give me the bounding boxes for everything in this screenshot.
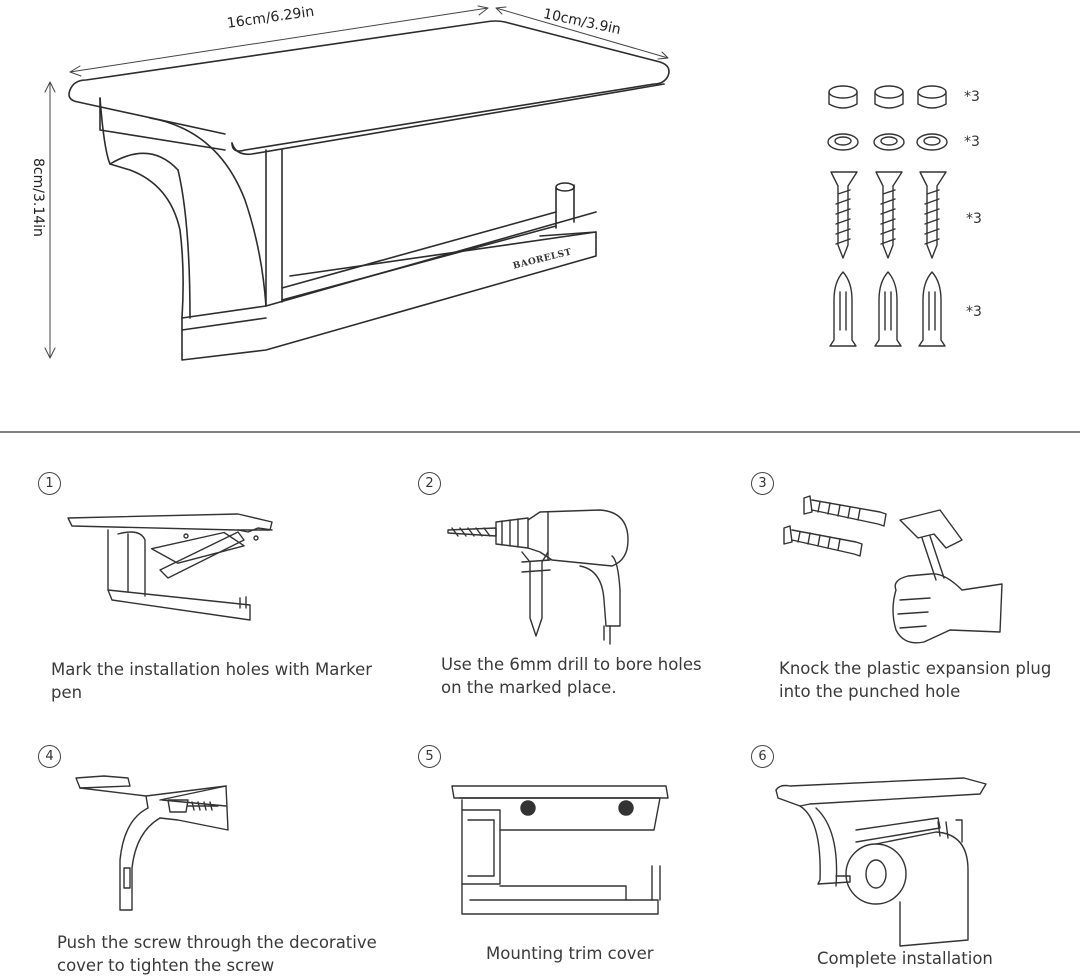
step-6-caption: Complete installation xyxy=(817,949,993,968)
step-3-caption: Knock the plastic expansion plug into th… xyxy=(779,659,1052,701)
screw-cap-icon xyxy=(828,85,947,109)
hardware-kit xyxy=(827,85,948,347)
step-3-number: 3 xyxy=(751,472,774,495)
expansion-plug-icon xyxy=(829,271,946,347)
caps-quantity: *3 xyxy=(964,89,980,105)
step-1-caption: Mark the installation holes with Marker … xyxy=(51,660,373,702)
screw-icon xyxy=(830,171,947,259)
step-4-drawing xyxy=(75,775,229,911)
step-1-number: 1 xyxy=(38,472,61,495)
washer-icon xyxy=(827,133,948,151)
step-6-number: 6 xyxy=(751,745,774,768)
step-4-caption: Push the screw through the decorative co… xyxy=(57,933,377,975)
washers-quantity: *3 xyxy=(964,134,980,150)
step-5-caption: Mounting trim cover xyxy=(486,944,654,963)
step-4-number: 4 xyxy=(38,745,61,768)
step-2-number: 2 xyxy=(418,472,441,495)
height-dimension-label: 8cm/3.14in xyxy=(30,158,46,237)
step-2-caption: Use the 6mm drill to bore holes on the m… xyxy=(441,655,702,697)
screws-quantity: *3 xyxy=(966,211,982,227)
step-3-drawing xyxy=(783,495,1003,644)
plugs-quantity: *3 xyxy=(966,304,982,320)
step-6-drawing xyxy=(775,777,987,947)
step-1-drawing xyxy=(67,513,273,621)
product-drawing xyxy=(68,20,670,361)
step-5-drawing xyxy=(451,785,669,915)
dimension-lines xyxy=(44,5,669,359)
step-5-number: 5 xyxy=(418,745,441,768)
step-2-drawing xyxy=(447,509,629,645)
